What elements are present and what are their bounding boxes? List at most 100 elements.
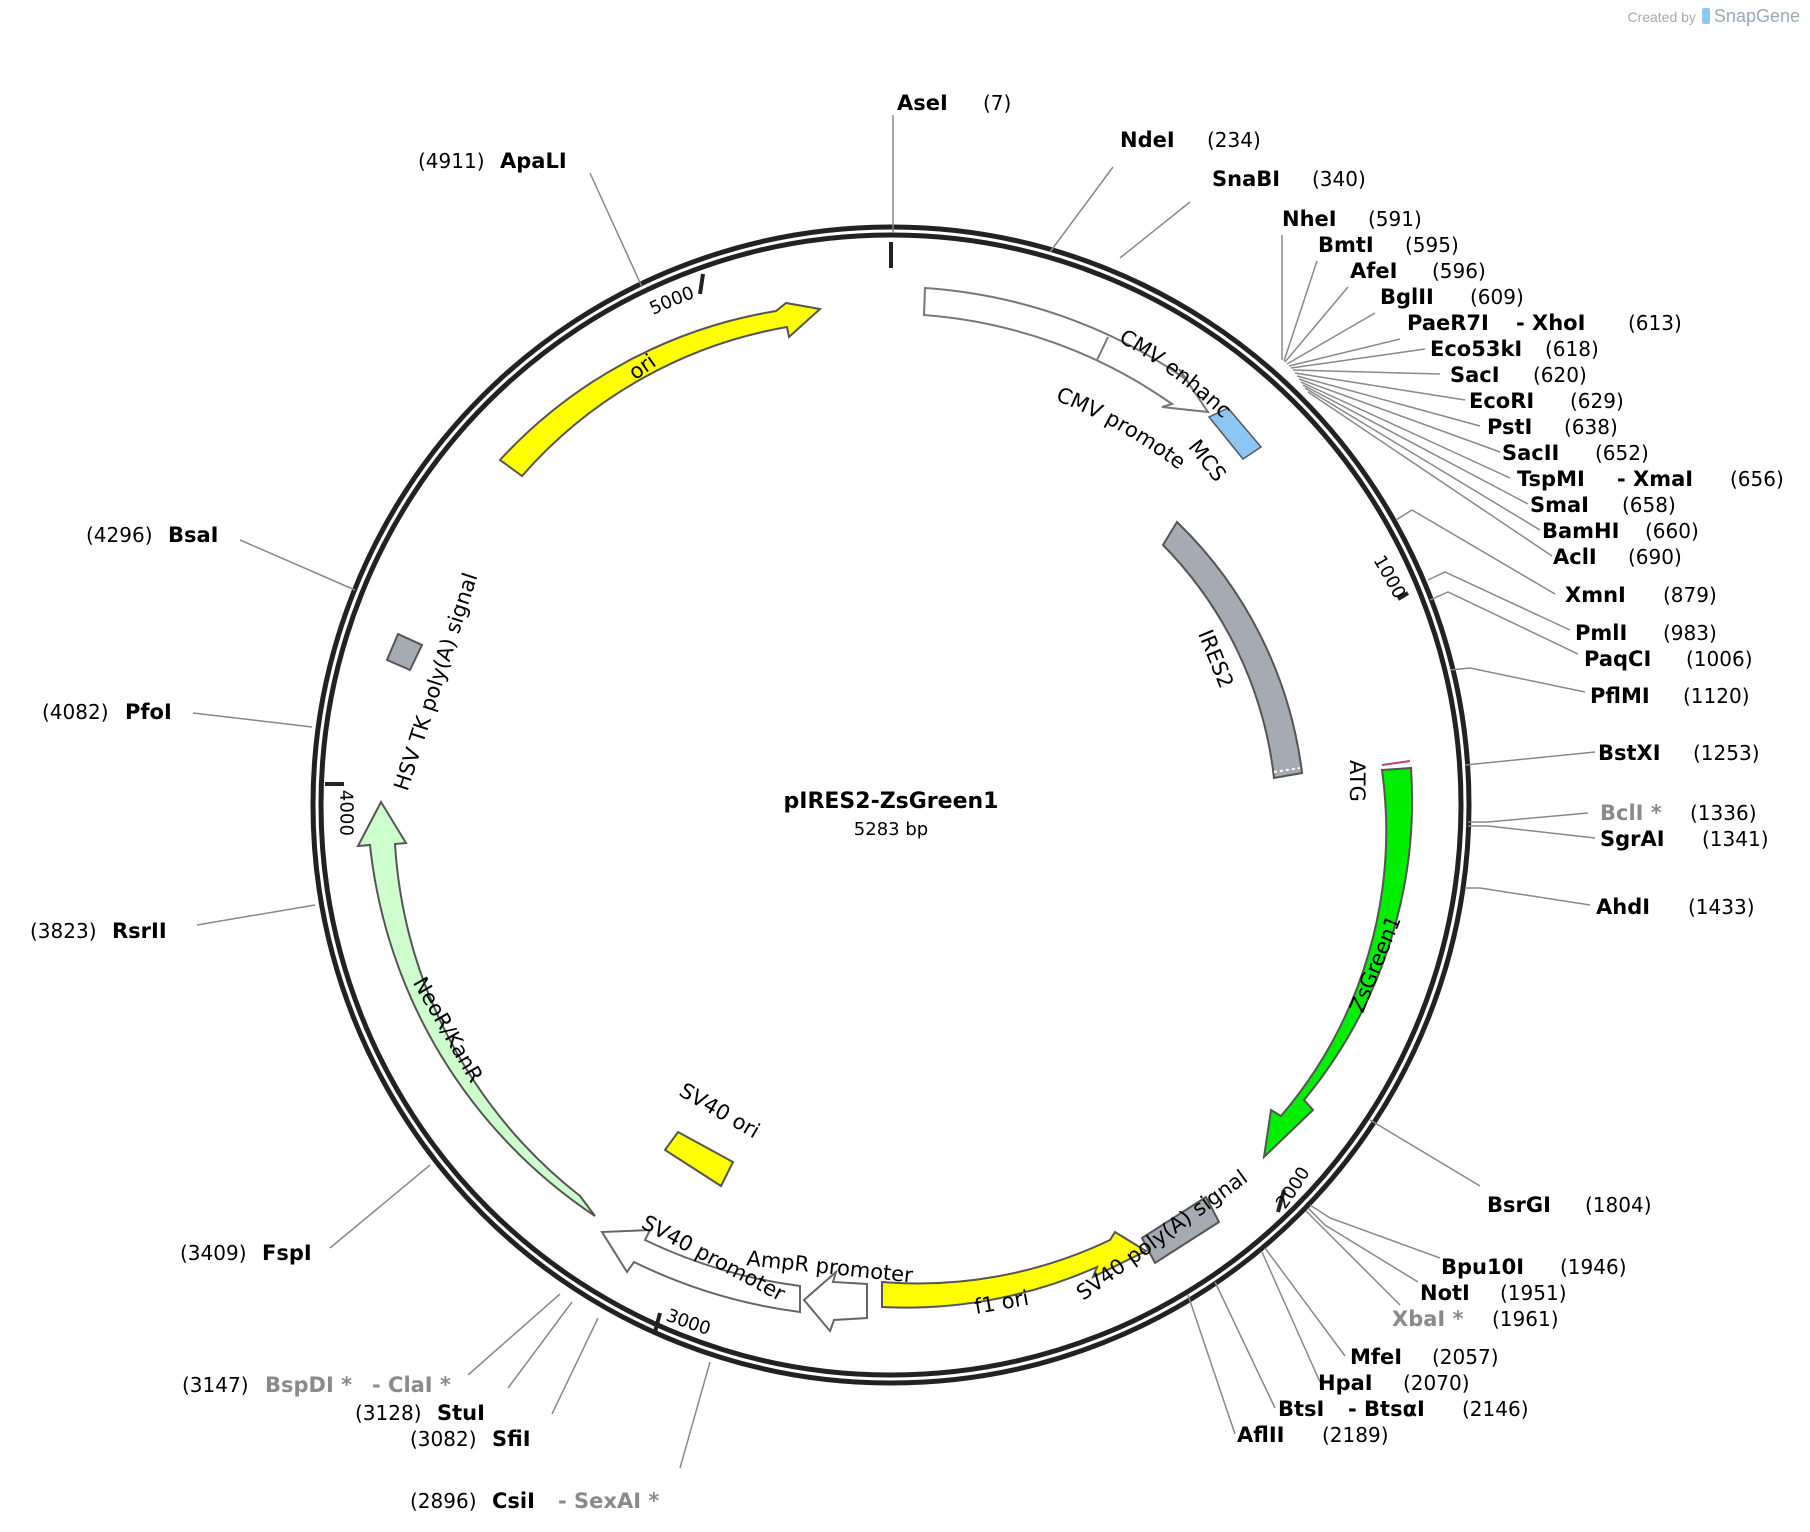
- leader-xmni: [1395, 509, 1556, 595]
- site-sgrai-pos: (1341): [1702, 827, 1769, 851]
- tick-3000-mark: [653, 1312, 662, 1333]
- cmv-enhancer-promoter-arrow: [922, 286, 1211, 414]
- leader-bstxi: [1464, 751, 1596, 766]
- leader-noti: [1307, 1207, 1419, 1283]
- site-tspmi-name: TspMI: [1517, 467, 1585, 491]
- leader-xbai: [1305, 1210, 1401, 1306]
- site-psti-pos: (638): [1564, 415, 1618, 439]
- site-ndei-name: NdeI: [1120, 128, 1175, 152]
- site-asei-pos: (7): [983, 91, 1011, 115]
- feature-label-mcs: MCS: [1184, 435, 1231, 486]
- ampr-promoter-arrow: [802, 1268, 868, 1333]
- plasmid-name: pIRES2-ZsGreen1: [784, 789, 999, 814]
- site-btsai-name: - BtsαI: [1348, 1397, 1425, 1421]
- feature-label-sv40-polya: SV40 poly(A) signal: [1072, 1165, 1252, 1305]
- leader-eco53ki: [1290, 348, 1426, 369]
- leader-btsi: [1214, 1281, 1276, 1409]
- site-leader-lines: [192, 115, 1596, 1469]
- site-noti-name: NotI: [1420, 1281, 1470, 1305]
- site-bamhi-name: BamHI: [1542, 519, 1619, 543]
- site-rsrii-pos: (3823): [30, 919, 97, 943]
- site-bmti-name: BmtI: [1318, 233, 1374, 257]
- site-apali-name: ApaLI: [500, 149, 567, 173]
- site-acli-name: AclI: [1553, 545, 1597, 569]
- site-btsi-name: BtsI: [1278, 1397, 1324, 1421]
- leader-ahdi: [1465, 887, 1591, 906]
- leader-ecori: [1294, 372, 1466, 401]
- tick-5000-mark: [698, 273, 705, 295]
- site-bsrgi-name: BsrGI: [1487, 1193, 1551, 1217]
- leader-mfei: [1264, 1247, 1346, 1357]
- site-ahdi-name: AhdI: [1596, 895, 1650, 919]
- leader-bcli: [1468, 812, 1589, 823]
- atg-marker: [1381, 760, 1411, 766]
- cmv-divider: [1096, 336, 1109, 361]
- site-bstxi-name: BstXI: [1598, 741, 1661, 765]
- leader-sgrai: [1468, 825, 1596, 839]
- leader-afei: [1284, 286, 1349, 363]
- leader-fspi: [329, 1164, 431, 1249]
- plasmid-length: 5283 bp: [854, 819, 928, 840]
- tick-1000-mark: [1396, 591, 1410, 601]
- site-aflii-name: AflII: [1237, 1423, 1284, 1447]
- site-sgrai-name: SgrAI: [1600, 827, 1665, 851]
- site-ecori-pos: (629): [1570, 389, 1624, 413]
- site-mfei-name: MfeI: [1350, 1345, 1402, 1369]
- site-paer7i-pos: (613): [1628, 311, 1682, 335]
- f1-ori-arrow: [881, 1230, 1149, 1309]
- site-aflii-pos: (2189): [1322, 1423, 1389, 1447]
- leader-csii: [679, 1361, 711, 1469]
- site-pfoi-pos: (4082): [42, 700, 109, 724]
- plasmid-title: pIRES2-ZsGreen1 5283 bp: [784, 789, 999, 840]
- site-xbai-pos: (1961): [1492, 1307, 1559, 1331]
- credit-brand: SnapGene: [1713, 6, 1800, 26]
- site-sfii-name: SfiI: [492, 1427, 531, 1451]
- site-clai-name: - ClaI *: [372, 1373, 451, 1397]
- site-pmli-name: PmlI: [1575, 621, 1627, 645]
- site-bpu10i-pos: (1946): [1560, 1255, 1627, 1279]
- site-snabi-name: SnaBI: [1212, 167, 1280, 191]
- feature-label-hsv-tk-polya: HSV TK poly(A) signal: [389, 570, 482, 794]
- site-xbai-name: XbaI *: [1392, 1307, 1464, 1331]
- site-xmni-pos: (879): [1663, 583, 1717, 607]
- leader-bspdi: [467, 1293, 561, 1376]
- site-afei-pos: (596): [1432, 259, 1486, 283]
- leader-aflii: [1187, 1294, 1236, 1435]
- site-afei-name: AfeI: [1350, 259, 1397, 283]
- site-eco53ki-pos: (618): [1545, 337, 1599, 361]
- leader-tspmi: [1300, 381, 1511, 479]
- leader-pfoi: [192, 712, 313, 728]
- leader-bsai: [239, 539, 356, 591]
- site-bstxi-pos: (1253): [1693, 741, 1760, 765]
- feature-labels: CMV enhancer CMV promoter MCS IRES2 ATG …: [0, 0, 1406, 1319]
- site-paqci-name: PaqCI: [1584, 647, 1651, 671]
- site-xmai-name: - XmaI: [1617, 467, 1693, 491]
- snapgene-logo-icon: [1701, 8, 1710, 24]
- leader-bglii: [1286, 312, 1376, 365]
- site-acli-pos: (690): [1628, 545, 1682, 569]
- site-ndei-pos: (234): [1207, 128, 1261, 152]
- site-bcli-pos: (1336): [1690, 801, 1757, 825]
- site-hpai-pos: (2070): [1403, 1371, 1470, 1395]
- features: [356, 286, 1414, 1333]
- neor-kanr-arrow: [356, 799, 596, 1217]
- site-bamhi-pos: (660): [1645, 519, 1699, 543]
- site-bsai-pos: (4296): [86, 523, 153, 547]
- zsgreen1-arrow: [1262, 766, 1414, 1160]
- feature-label-neor-kanr: NeoR/KanR: [408, 973, 487, 1087]
- site-csii-pos: (2896): [410, 1489, 477, 1513]
- site-rsrii-name: RsrII: [112, 919, 167, 943]
- ires2-block: [1161, 520, 1304, 780]
- site-bsrgi-pos: (1804): [1585, 1193, 1652, 1217]
- sv40-promoter-arrow: [600, 1228, 801, 1314]
- site-bglii-pos: (609): [1470, 285, 1524, 309]
- site-psti-name: PstI: [1487, 415, 1532, 439]
- leader-ndei: [1049, 166, 1114, 253]
- ires2-dotted-end: [1273, 767, 1301, 773]
- leader-saci: [1292, 369, 1441, 375]
- site-saci-name: SacI: [1450, 363, 1500, 387]
- site-ecori-name: EcoRI: [1469, 389, 1534, 413]
- site-nhei-pos: (591): [1368, 207, 1422, 231]
- site-paer7i-name: PaeR7I: [1407, 311, 1489, 335]
- ori-arrow: [498, 301, 823, 478]
